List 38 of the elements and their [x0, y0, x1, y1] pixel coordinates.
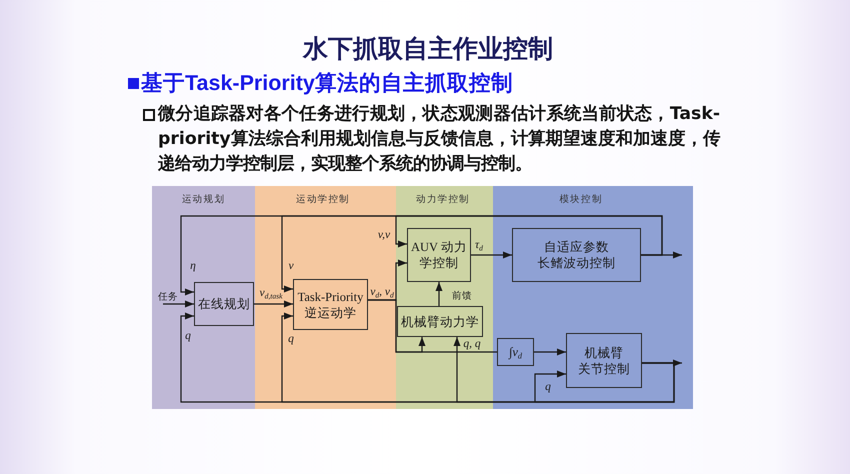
edge-label: η	[190, 260, 196, 272]
edge-label: q	[545, 381, 551, 393]
process-box: 机械臂动力学	[397, 306, 483, 337]
band-heading: 运动学控制	[296, 194, 350, 206]
integrator-box: ∫v$_{d}$	[497, 338, 534, 366]
edge-label: q, q	[463, 338, 481, 350]
edge-label: v,v	[378, 229, 390, 241]
arrow	[395, 215, 663, 256]
arrow	[436, 282, 442, 306]
edge-label: v	[288, 260, 294, 272]
band-heading: 动力学控制	[416, 194, 470, 206]
column-band	[255, 186, 396, 409]
process-box: 在线规划	[194, 282, 254, 326]
band-heading: 模块控制	[559, 194, 603, 206]
column-band	[396, 186, 493, 409]
process-box: 自适应参数长鳍波动控制	[512, 228, 641, 282]
edge-label: τ$_{d}$	[475, 239, 483, 251]
process-box: AUV 动力学控制	[407, 228, 471, 282]
bullet-paragraph: 微分追踪器对各个任务进行规划，状态观测器估计系统当前状态，Task-priority算法综合利用规划信息与反馈信息，计算期望速度和加速度，传递给动力学控制层，实现整个系统的协调与控制。	[158, 103, 720, 176]
band-heading: 运动规划	[182, 194, 226, 206]
process-box: Task-Priority 逆运动学	[293, 279, 368, 330]
edge-label: 前馈	[452, 290, 472, 302]
process-box: 机械臂关节控制	[566, 333, 642, 388]
arrow	[471, 252, 512, 258]
edge-label: 任务	[158, 292, 178, 302]
edge-label: v$_{d}$, v$_{d}$	[370, 286, 394, 298]
column-band	[493, 186, 693, 409]
arrow	[534, 362, 675, 403]
slide-title: 水下抓取自主作业控制	[303, 34, 553, 64]
arrow	[534, 348, 566, 356]
arrow	[254, 300, 293, 308]
edge-label: v$_{d,task}$	[260, 287, 282, 299]
arrow	[368, 299, 426, 353]
arrow	[163, 300, 194, 308]
column-band	[152, 186, 255, 409]
edge-label: q	[288, 333, 294, 345]
arrow	[641, 252, 682, 258]
section-heading: 基于Task-Priority算法的自主抓取控制	[141, 70, 513, 97]
